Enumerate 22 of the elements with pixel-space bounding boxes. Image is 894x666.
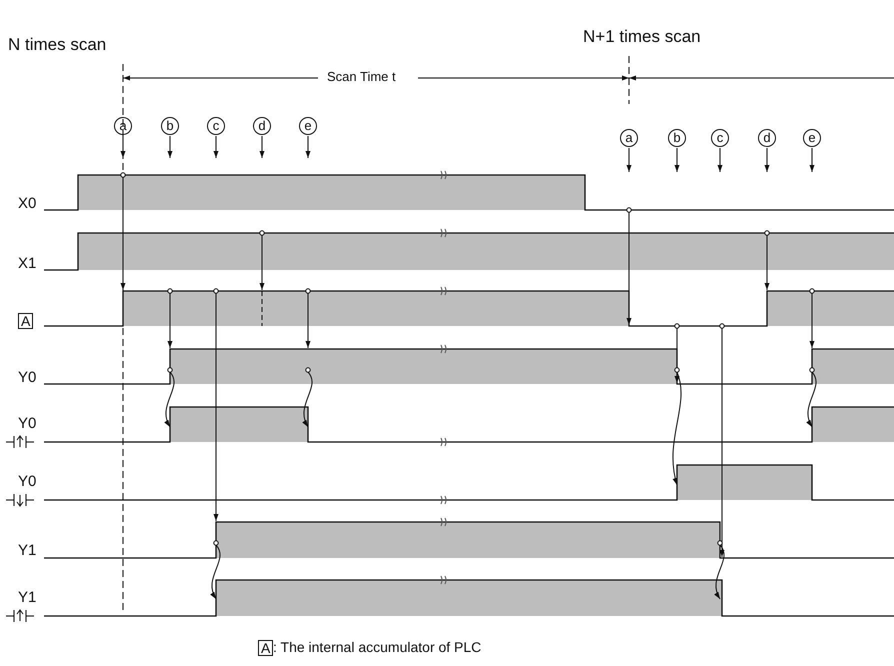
scan-heading: N+1 times scan (583, 28, 701, 45)
accumulator-symbol: A (258, 640, 274, 656)
signal-label: Y0 (18, 416, 36, 431)
step-marker: a (114, 117, 132, 135)
signal-label: Y1 (18, 590, 36, 605)
signal-label: Y1 (18, 543, 36, 558)
signal-label: X0 (18, 196, 36, 211)
signal-label: Y0 (18, 474, 36, 489)
step-marker: d (253, 117, 271, 135)
step-marker: a (620, 129, 638, 147)
step-marker: e (299, 117, 317, 135)
accumulator-label: A (18, 313, 34, 329)
step-marker: c (207, 117, 225, 135)
step-marker: b (668, 129, 686, 147)
step-marker: e (803, 129, 821, 147)
step-marker: b (161, 117, 179, 135)
footnote-text: : The internal accumulator of PLC (273, 640, 482, 654)
step-marker: d (758, 129, 776, 147)
scan-heading: N times scan (8, 36, 106, 53)
signal-label: X1 (18, 256, 36, 271)
signal-label: Y0 (18, 370, 36, 385)
step-marker: c (711, 129, 729, 147)
